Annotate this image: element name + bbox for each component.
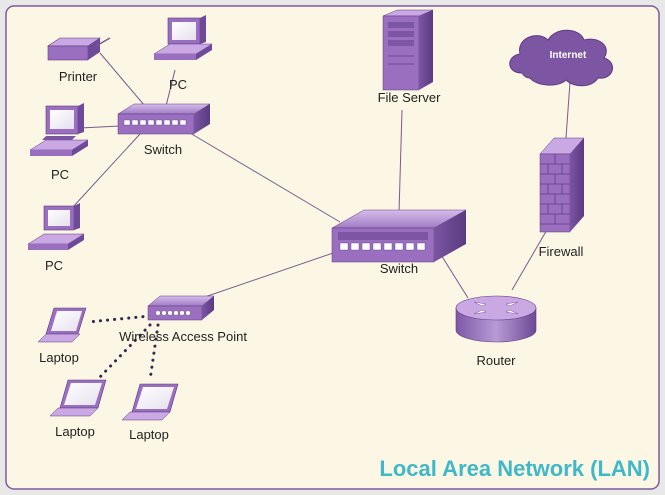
diagram-title: Local Area Network (LAN)	[379, 456, 650, 481]
link-switch-switch	[184, 129, 341, 223]
file-server-label: File Server	[378, 90, 442, 105]
link-pc-top-switch	[164, 69, 176, 111]
link-router-firewall	[511, 227, 549, 291]
wireless-access-point-label: Wireless Access Point	[119, 329, 247, 344]
laptop-left-label: Laptop	[39, 350, 79, 365]
internet-label: Internet	[550, 50, 587, 61]
link-switch-router	[437, 249, 469, 299]
laptop-left-icon	[37, 307, 87, 343]
switch-small-icon	[117, 103, 211, 135]
laptop-bottom-right-icon	[121, 383, 179, 421]
link-pc-left-switch	[79, 125, 121, 129]
laptop-bottom-left-label: Laptop	[55, 424, 95, 439]
pc-bottom-icon	[27, 203, 85, 250]
laptop-bottom-right-label: Laptop	[129, 427, 169, 442]
wireless-access-point-icon	[147, 295, 215, 321]
switch-small-label: Switch	[144, 142, 182, 157]
router-icon	[455, 295, 537, 343]
link-fileserver-switch	[398, 109, 403, 214]
wireless-links	[86, 314, 160, 382]
pc-left-icon	[29, 103, 89, 156]
switch-big-label: Switch	[380, 261, 418, 276]
wireless-link-laptop-bottom-right	[148, 323, 160, 382]
laptop-bottom-left-icon	[49, 379, 107, 417]
file-server-icon	[382, 9, 434, 91]
pc-top-icon	[153, 15, 213, 60]
connections	[71, 52, 571, 301]
pc-bottom-label: PC	[45, 258, 63, 273]
firewall-label: Firewall	[539, 244, 584, 259]
router-label: Router	[476, 353, 516, 368]
link-pc-bottom-switch	[71, 133, 141, 209]
pc-top-label: PC	[169, 77, 187, 92]
firewall-icon	[539, 137, 585, 233]
internet-cloud-icon	[509, 29, 613, 87]
switch-big-icon	[331, 209, 467, 263]
printer-label: Printer	[59, 69, 98, 84]
link-printer-switch	[99, 52, 151, 113]
pc-left-label: PC	[51, 167, 69, 182]
printer-icon	[47, 37, 111, 61]
link-switch-wap	[195, 251, 337, 301]
wireless-link-laptop-bottom-left	[98, 323, 152, 379]
link-firewall-internet	[565, 81, 571, 139]
